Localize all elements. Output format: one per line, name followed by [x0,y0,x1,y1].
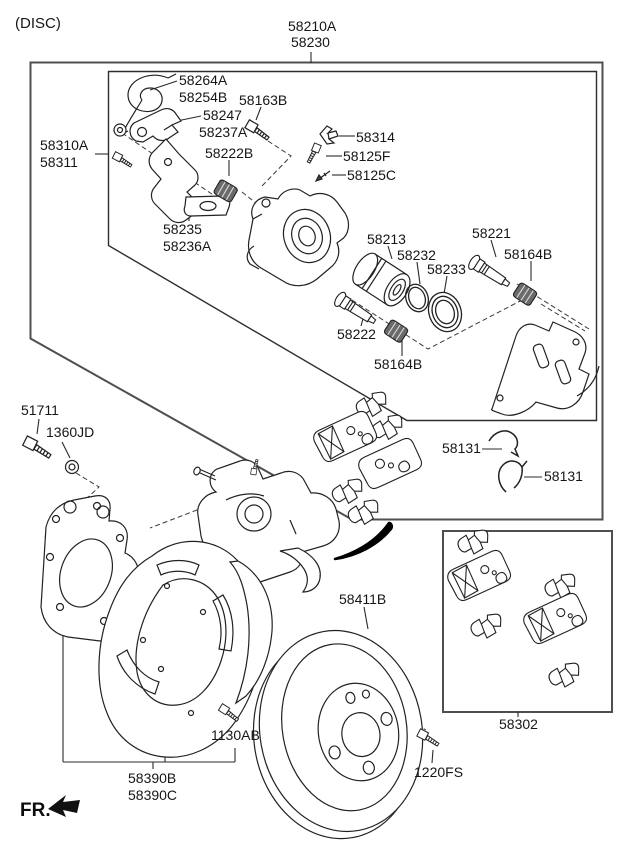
variant-label: (DISC) [15,15,61,32]
part-label-58213: 58213 [367,231,406,247]
part-label-58222b: 58222B [205,145,254,161]
pin-bushing-upper-drawing [511,281,539,307]
part-label-58210a: 58210A [288,18,337,34]
piston-drawing [352,252,411,307]
part-label-58230: 58230 [291,34,330,50]
part-label-58235: 58235 [163,221,202,237]
front-direction-label: FR. [20,800,51,821]
pointer-swoosh-arrow [333,521,394,561]
part-label-58302: 58302 [499,716,538,732]
part-label-58233: 58233 [427,261,466,277]
part-label-1130ab: 1130AB [211,727,260,743]
part-label-58164b-lower: 58164B [374,356,423,372]
part-label-58390c: 58390C [128,787,178,803]
piston-ring-drawing [404,283,430,313]
bleeder-screw-drawing [304,141,323,165]
lever-bracket-drawing [148,138,231,224]
bleeder-cap-drawing [314,170,331,183]
part-label-58236a: 58236A [163,238,212,254]
rotor-drawing [252,629,424,840]
part-label-58125f: 58125F [343,148,391,164]
assembled-caliper-drawing [187,458,340,593]
pad-kit-contents-drawing [443,527,591,691]
parking-lever-drawing [113,108,182,143]
part-label-58237a: 58237A [199,124,248,140]
guide-pin-lower-drawing [331,289,380,329]
part-label-58247: 58247 [203,107,242,123]
clip-58314-drawing [319,125,339,145]
part-label-58232: 58232 [397,247,436,263]
part-label-58131-left: 58131 [442,440,481,456]
assembly-boxes [29,61,613,713]
part-label-58221: 58221 [472,225,511,241]
part-label-58131-right: 58131 [544,468,583,484]
part-label-58222: 58222 [337,326,376,342]
carrier-bracket-drawing [490,321,600,416]
part-label-58314: 58314 [356,129,395,145]
part-label-58264a: 58264A [179,72,228,88]
front-direction-arrow [48,795,80,817]
part-label-58254b: 58254B [179,89,228,105]
part-label-58310a: 58310A [40,137,89,153]
part-label-58163b: 58163B [239,92,288,108]
dust-shield-drawing [98,540,273,758]
caliper-kit-box [29,61,604,521]
pad-spring-drawings [488,430,528,493]
part-label-1360jd: 1360JD [46,424,95,440]
anchor-washer-drawing [64,459,80,475]
carrier-sub-box [107,70,598,422]
part-label-58390b: 58390B [128,770,177,786]
part-label-58311: 58311 [40,154,78,170]
lever-bolt-drawing [243,118,272,143]
part-label-51711: 51711 [21,402,59,418]
part-label-58411b: 58411B [339,591,387,607]
part-label-58125c: 58125C [347,167,397,183]
part-label-58164b-upper: 58164B [504,246,553,262]
part-label-1220fs: 1220FS [414,764,464,780]
pad-kit-box [442,530,613,713]
caliper-body-drawing [246,188,350,287]
piston-boot-drawing [427,291,463,333]
